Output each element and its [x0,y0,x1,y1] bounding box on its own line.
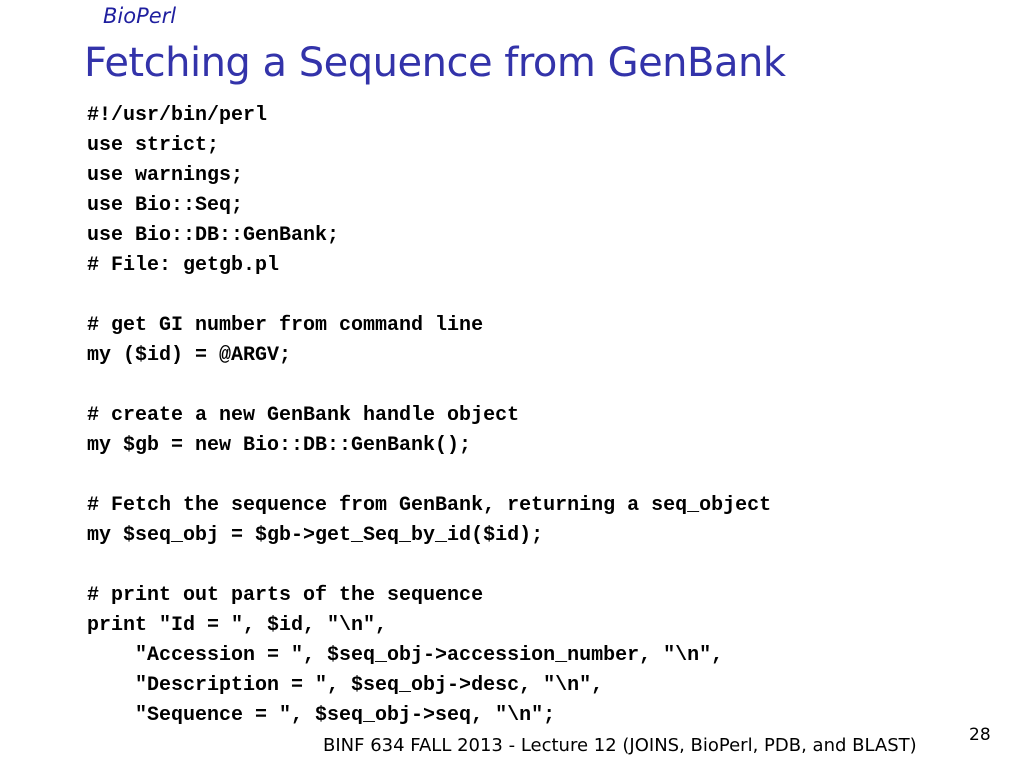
code-line: my $gb = new Bio::DB::GenBank(); [87,434,472,457]
code-line [87,461,771,491]
code-line [87,281,771,311]
code-line: "Sequence = ", $seq_obj->seq, "\n"; [87,704,556,727]
section-tag: BioPerl [103,4,177,28]
code-line [87,551,771,581]
code-line: use Bio::Seq; [87,194,244,217]
code-line: "Description = ", $seq_obj->desc, "\n", [87,674,604,697]
code-line: use strict; [87,134,220,157]
slide-title: Fetching a Sequence from GenBank [84,40,786,86]
code-line [87,371,771,401]
slide-footer: BINF 634 FALL 2013 - Lecture 12 (JOINS, … [323,735,917,756]
code-line: use warnings; [87,164,244,187]
code-line: # create a new GenBank handle object [87,404,520,427]
code-line: "Accession = ", $seq_obj->accession_numb… [87,644,724,667]
code-line: # Fetch the sequence from GenBank, retur… [87,494,772,517]
code-block: #!/usr/bin/perl use strict; use warnings; u… [87,101,771,731]
code-line: print "Id = ", $id, "\n", [87,614,388,637]
code-line: #!/usr/bin/perl [87,104,268,127]
page-number: 28 [969,725,991,745]
code-line: use Bio::DB::GenBank; [87,224,340,247]
code-line: my ($id) = @ARGV; [87,344,292,367]
code-line: # File: getgb.pl [87,254,280,277]
code-line: # print out parts of the sequence [87,584,484,607]
code-line: my $seq_obj = $gb->get_Seq_by_id($id); [87,524,544,547]
code-line: # get GI number from command line [87,314,484,337]
